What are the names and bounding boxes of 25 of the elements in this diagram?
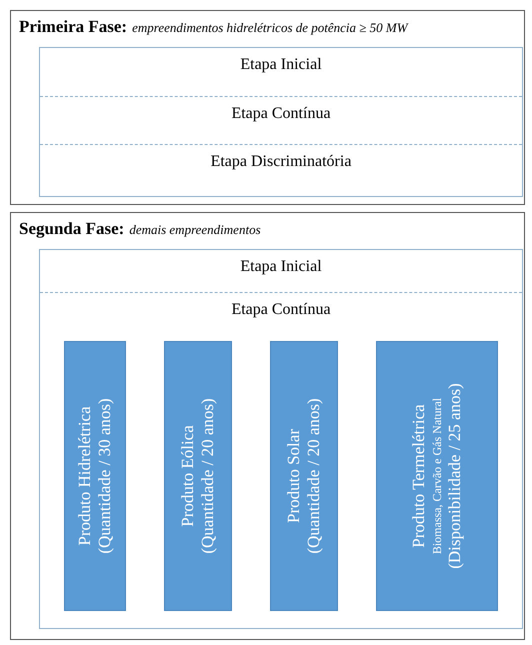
product-term: (Disponibilidade / 25 anos) bbox=[445, 383, 465, 569]
stage-label: Etapa Inicial bbox=[240, 258, 322, 276]
product-term: (Quantidade / 20 anos) bbox=[304, 398, 324, 554]
product-sources: Biomassa, Carvão e Gás Natural bbox=[429, 396, 445, 556]
stage-label: Etapa Contínua bbox=[231, 105, 331, 123]
product-name: Produto Eólica bbox=[178, 424, 198, 529]
phase-panel bbox=[10, 10, 525, 205]
product-box bbox=[164, 341, 232, 611]
product-term: (Quantidade / 30 anos) bbox=[95, 398, 115, 554]
product-term: (Quantidade / 20 anos) bbox=[198, 398, 218, 554]
phase-panel bbox=[10, 212, 525, 640]
phase-description: empreendimentos hidrelétricos de potência ≥ 50 MW bbox=[132, 20, 408, 35]
product-box bbox=[64, 341, 126, 611]
stage-label: Etapa Discriminatória bbox=[210, 153, 352, 171]
phase-heading: Primeira Fase: bbox=[19, 17, 128, 36]
stage-label: Etapa Inicial bbox=[240, 56, 322, 74]
stage-box bbox=[39, 47, 523, 197]
stage-label: Etapa Contínua bbox=[231, 301, 331, 319]
product-name: Produto Solar bbox=[284, 428, 304, 525]
phase-description: demais empreendimentos bbox=[129, 222, 261, 237]
product-box bbox=[270, 341, 338, 611]
phase-heading: Segunda Fase: bbox=[19, 219, 124, 238]
product-name: Produto Hidrelétrica bbox=[75, 405, 95, 548]
product-box bbox=[376, 341, 498, 611]
product-name: Produto Termelétrica bbox=[409, 403, 429, 550]
